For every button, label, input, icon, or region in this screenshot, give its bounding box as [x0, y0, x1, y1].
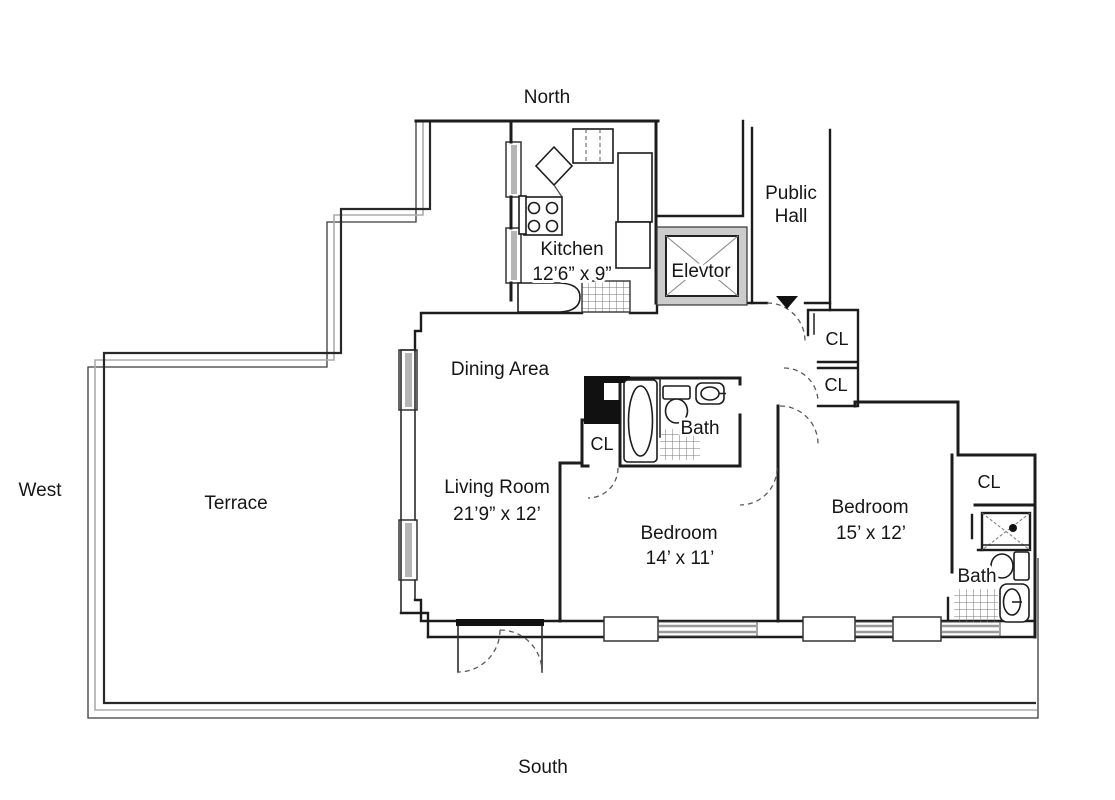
window-frame: [603, 616, 659, 642]
bath-sink-icon: [695, 382, 726, 405]
compass-north-label: North: [524, 87, 570, 108]
door-header: [456, 619, 544, 626]
bath1-tile-floor: [660, 429, 700, 460]
living-room-dims: 21’9” x 12’: [453, 504, 541, 525]
compass-south-label: South: [518, 757, 568, 778]
labels: North West South Terrace Dining Area Liv…: [19, 87, 1004, 778]
kitchen-window-1: [511, 145, 517, 194]
kitchen-window-2: [511, 231, 517, 280]
bedroom2-window-2: [940, 621, 1001, 637]
entry-steps-tile: [581, 280, 631, 313]
wall-poche: [584, 376, 630, 424]
west-windows: [398, 141, 522, 581]
public-hall-label-line2: Hall: [775, 206, 808, 227]
south-windows: [603, 616, 1001, 642]
counter-peninsula: [517, 282, 581, 313]
entry-closet-label: CL: [825, 329, 848, 349]
hall-closet-door-arc: [783, 367, 819, 403]
bedroom1-closet-door-arc: [587, 467, 619, 499]
bath-sink-icon: [999, 583, 1030, 623]
compass-west-label: West: [19, 480, 63, 501]
bedroom2-label: Bedroom: [831, 497, 908, 518]
bath2-tile-floor: [954, 589, 998, 622]
bedroom2-closet-label: CL: [977, 472, 1000, 492]
bath2-label: Bath: [957, 566, 996, 587]
elevator-shaft: [656, 226, 748, 306]
shower-icon: [980, 511, 1032, 552]
counter: [615, 221, 651, 269]
public-hall-label-line1: Public: [765, 183, 817, 204]
bedroom1-door-arc: [739, 467, 778, 506]
bedroom1-label: Bedroom: [640, 523, 717, 544]
bedroom1-dims: 14’ x 11’: [646, 548, 715, 569]
living-window-2: [405, 523, 412, 577]
kitchen-label: Kitchen: [540, 239, 603, 260]
bedroom2-door-arc: [779, 405, 819, 445]
kitchen-sink-icon: [534, 145, 574, 187]
stove-icon: [518, 195, 563, 236]
bath1-fixtures: [584, 376, 726, 463]
elevator-label: Elevtor: [671, 261, 731, 282]
bath1-label: Bath: [680, 418, 719, 439]
bedroom2-dims: 15’ x 12’: [836, 523, 906, 544]
dining-area-label: Dining Area: [451, 359, 550, 380]
living-room-label: Living Room: [444, 477, 550, 498]
entry-door-arc: [766, 302, 806, 342]
terrace-parapet: [87, 121, 1039, 719]
counter: [617, 152, 653, 223]
hall-closet-label: CL: [824, 375, 847, 395]
refrigerator-icon: [572, 128, 614, 164]
window-frame: [892, 616, 942, 642]
toilet-icon: [662, 385, 691, 424]
bedroom1-window: [657, 621, 758, 637]
kitchen-fixtures: [517, 128, 653, 313]
toilet-icon: [990, 551, 1030, 581]
living-window-1: [405, 353, 412, 407]
bath2-fixtures: [954, 511, 1032, 623]
bedroom2-window-1: [854, 621, 894, 637]
bedroom1-closet-label: CL: [590, 434, 613, 454]
window-frame: [802, 616, 856, 642]
terrace-label: Terrace: [204, 493, 267, 514]
entry-marker-triangle: [776, 296, 798, 309]
door-swings: [587, 302, 819, 506]
kitchen-dims: 12’6” x 9”: [532, 264, 611, 285]
french-doors: [456, 619, 544, 673]
